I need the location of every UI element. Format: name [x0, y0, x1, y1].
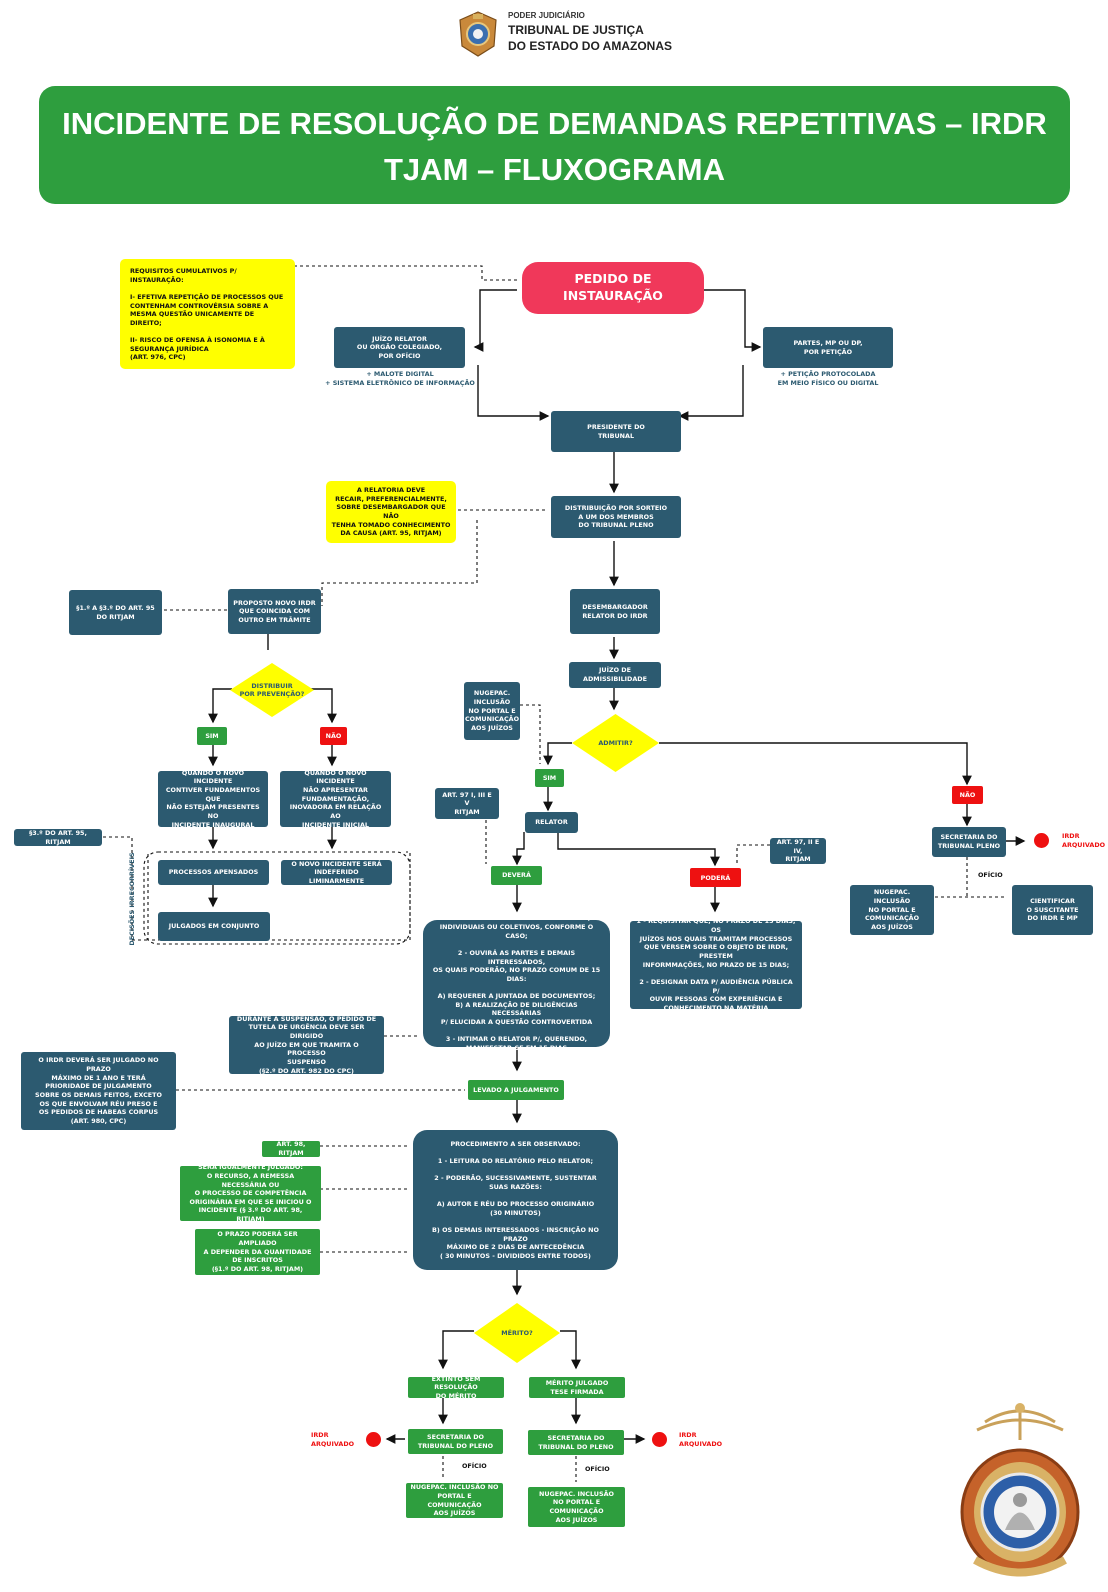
art95-ref-node: §1.º A §3.º DO ART. 95 DO RITJAM [69, 590, 162, 635]
irdr-arquivado-br: IRDR ARQUIVADO [679, 1431, 723, 1448]
julgados-conjunto-node: JULGADOS EM CONJUNTO [158, 912, 270, 941]
admitir-label: ADMITIR? [598, 738, 633, 747]
irdr-arquivado-right: IRDR ARQUIVADO [1062, 832, 1106, 849]
devera-badge: DEVERÁ [491, 866, 542, 885]
org-line1: TRIBUNAL DE JUSTIÇA [508, 23, 644, 37]
nao-admitir-badge: NÃO [952, 786, 983, 804]
oficio-bl-label: OFÍCIO [462, 1462, 487, 1470]
relatoria-note: A RELATORIA DEVE RECAIR, PREFERENCIALMEN… [326, 481, 456, 543]
devera-list-node: 1 - SUSPENDER PROCESSOS PENDENTES, INDIV… [423, 914, 610, 1052]
art97-2-node: ART. 97, II E IV, RITJAM [770, 838, 826, 864]
prazo-1ano-node: O IRDR DEVERÁ SER JULGADO NO PRAZO MÁXIM… [21, 1052, 176, 1130]
presidente-node: PRESIDENTE DO TRIBUNAL [551, 411, 681, 452]
nugepac-2-node: NUGEPAC. INCLUSÃO NO PORTAL E COMUNICAÇÃ… [850, 885, 934, 935]
distribuir-label: DISTRIBUIR POR PREVENÇÃO? [239, 681, 305, 698]
nugepac-br-node: NUGEPAC. INCLUSÃO NO PORTAL E COMUNICAÇÃ… [528, 1487, 625, 1527]
prazo-ampliado-node: O PRAZO PODERÁ SER AMPLIADO A DEPENDER D… [195, 1229, 320, 1275]
procedimento-node: PROCEDIMENTO A SER OBSERVADO: 1 - LEITUR… [413, 1130, 618, 1270]
pedido-label: PEDIDO DE INSTAURAÇÃO [563, 271, 663, 303]
cientificar-node: CIENTIFICAR O SUSCITANTE DO IRDR E MP [1012, 885, 1093, 935]
banner-line2: TJAM – FLUXOGRAMA [384, 152, 725, 187]
nao-left-badge: NÃO [320, 727, 347, 745]
merito-label: MÉRITO? [501, 1328, 533, 1337]
pedido-node: PEDIDO DE INSTAURAÇÃO [522, 262, 704, 314]
distribuir-diamond: DISTRIBUIR POR PREVENÇÃO? [230, 663, 314, 717]
art95-3-node: §3.º DO ART. 95, RITJAM [14, 829, 102, 846]
distribuicao-node: DISTRIBUIÇÃO POR SORTEIO A UM DOS MEMBRO… [551, 496, 681, 538]
proposto-node: PROPOSTO NOVO IRDR QUE COINCIDA COM OUTR… [228, 589, 321, 634]
admissibilidade-node: JUÍZO DE ADMISSIBILIDADE [569, 662, 661, 688]
quando-nao-node: QUANDO O NOVO INCIDENTE NÃO APRESENTAR F… [280, 769, 391, 829]
tjam-crest-small-icon [459, 11, 497, 57]
title-banner: INCIDENTE DE RESOLUÇÃO DE DEMANDAS REPET… [39, 86, 1070, 204]
diamond-shape [230, 663, 314, 717]
diamond-shape [474, 1303, 560, 1363]
juizo-relator-node: JUÍZO RELATOR OU ORGÃO COLEGIADO, POR OF… [334, 327, 465, 368]
header: PODER JUDICIÁRIO TRIBUNAL DE JUSTIÇA DO … [456, 8, 672, 60]
secretaria-bl-node: SECRETARIA DO TRIBUNAL DO PLENO [408, 1429, 503, 1454]
levado-node: LEVADO A JULGAMENTO [468, 1080, 564, 1100]
secretaria-br-node: SECRETARIA DO TRIBUNAL DO PLENO [528, 1430, 624, 1455]
oficio-right-label: OFÍCIO [978, 871, 1003, 879]
malote-note: + MALOTE DIGITAL + SISTEMA ELETRÔNICO DE… [325, 370, 475, 387]
sim-left-badge: SIM [197, 727, 227, 745]
art98-node: ART. 98, RITJAM [262, 1140, 320, 1157]
art97-1-node: ART. 97 I, III E V RITJAM [435, 788, 499, 819]
org-small-text: PODER JUDICIÁRIO [508, 11, 585, 20]
suspensao-note-node: DURANTE A SUSPENSÃO, O PEDIDO DE TUTELA … [229, 1015, 384, 1075]
arquivado-dot-br [652, 1432, 667, 1447]
partes-node: PARTES, MP OU DP, POR PETIÇÃO [763, 327, 893, 368]
indeferido-node: O NOVO INCIDENTE SERÁ INDEFERIDO LIMINAR… [281, 860, 392, 885]
podera-list-node: 1 - REQUISITAR QUE, NO PRAZO DE 15 DIAS,… [630, 917, 802, 1012]
requisitos-box: REQUISITOS CUMULATIVOS P/ INSTAURAÇÃO: I… [120, 259, 295, 369]
oficio-br-label: OFÍCIO [585, 1465, 610, 1473]
nugepac-bl-node: NUGEPAC. INCLUSÃO NO PORTAL E COMUNICAÇÃ… [406, 1483, 503, 1518]
peticao-note: + PETIÇÃO PROTOCOLADA EM MEIO FÍSICO OU … [777, 370, 879, 387]
relator-node: RELATOR [525, 812, 578, 833]
podera-badge: PODERÁ [690, 868, 741, 887]
merito-julgado-node: MÉRITO JULGADO TESE FIRMADA [529, 1377, 625, 1398]
banner-line1: INCIDENTE DE RESOLUÇÃO DE DEMANDAS REPET… [62, 106, 1047, 141]
admitir-diamond: ADMITIR? [572, 714, 659, 772]
sim-admitir-badge: SIM [535, 769, 564, 787]
desembargador-node: DESEMBARGADOR RELATOR DO IRDR [570, 589, 660, 634]
quando-contiver-node: QUANDO O NOVO INCIDENTE CONTIVER FUNDAME… [158, 769, 268, 829]
decisoes-label: DECISÕES IRRECORRÍVEIS [128, 852, 136, 946]
tjam-crest-large-icon [960, 1403, 1080, 1577]
secretaria-right-node: SECRETARIA DO TRIBUNAL PLENO [932, 827, 1006, 857]
diamond-shape [572, 714, 659, 772]
apensados-node: PROCESSOS APENSADOS [158, 860, 269, 885]
nugepac-1-node: NUGEPAC. INCLUSÃO NO PORTAL E COMUNICAÇÃ… [464, 682, 520, 740]
igualmente-node: SERÁ IGUALMENTE JULGADO: O RECURSO, A RE… [180, 1163, 321, 1223]
arquivado-dot [1034, 833, 1049, 848]
merito-diamond: MÉRITO? [474, 1303, 560, 1363]
org-line2: DO ESTADO DO AMAZONAS [508, 39, 672, 53]
extinto-node: EXTINTO SEM RESOLUÇÃO DO MÉRITO [408, 1375, 504, 1400]
arquivado-dot-bl [366, 1432, 381, 1447]
irdr-arquivado-bl: IRDR ARQUIVADO [311, 1431, 355, 1448]
